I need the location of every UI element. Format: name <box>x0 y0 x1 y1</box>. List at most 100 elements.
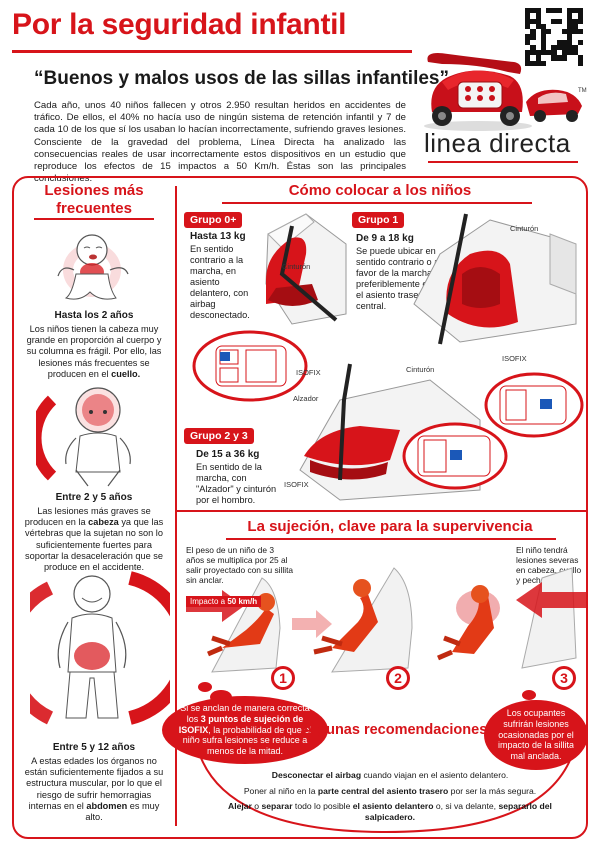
qr-module <box>540 50 547 56</box>
qr-module <box>567 18 573 24</box>
qr-module <box>546 55 552 61</box>
lesiones-heading-rule <box>34 218 154 220</box>
qr-module <box>546 23 552 30</box>
qr-module <box>561 44 568 51</box>
qr-module <box>525 23 531 30</box>
label-isofix-2: ISOFIX <box>296 368 321 377</box>
qr-module <box>530 60 536 66</box>
group-2-3-tag: Grupo 2 y 3 <box>184 428 254 444</box>
qr-module <box>572 60 578 66</box>
sujecion-heading: La sujeción, clave para la supervivencia <box>247 518 533 535</box>
qr-module <box>551 34 557 40</box>
qr-module <box>551 55 557 61</box>
label-cinturon-2: Cinturón <box>510 224 539 233</box>
qr-module <box>567 13 573 19</box>
recommendation-2-text: Poner al niño en la <box>243 786 318 796</box>
qr-module <box>546 18 552 24</box>
qr-module <box>546 60 552 66</box>
qr-module <box>567 8 573 14</box>
qr-module <box>535 44 541 51</box>
qr-module <box>577 55 583 61</box>
label-isofix-1: ISOFIX <box>502 354 527 363</box>
qr-module <box>572 8 578 14</box>
car-top-view-rear-center-icon <box>484 372 584 438</box>
lesion-text-2-5-tail: ya que las vértebras que la sujetan no s… <box>25 517 164 573</box>
qr-module <box>525 44 531 51</box>
qr-module <box>535 39 541 45</box>
group-1-text: Se puede ubicar en sentido contrario o a… <box>356 246 440 311</box>
crash-test-sequence-illustration <box>186 567 586 673</box>
qr-module <box>540 29 547 35</box>
child-5-12-illustration <box>30 571 170 725</box>
qr-module <box>567 50 573 56</box>
qr-module <box>525 8 531 14</box>
age-label-5-12: Entre 5 y 12 años <box>52 742 136 753</box>
qr-module <box>540 34 547 40</box>
qr-module <box>577 39 583 45</box>
group-0-seat-illustration <box>265 213 347 325</box>
qr-module <box>551 44 557 51</box>
step-1-badge: 1 <box>271 666 295 690</box>
qr-module <box>530 23 536 30</box>
qr-module <box>535 55 541 61</box>
qr-module <box>530 55 536 61</box>
qr-module <box>561 18 568 24</box>
lesion-text-2-5-body: Las lesiones más graves se producen en l… <box>24 506 151 528</box>
qr-module <box>572 13 578 19</box>
qr-module <box>530 34 536 40</box>
recommendation-2-tail: por ser la más segura. <box>448 786 537 796</box>
qr-module <box>572 23 578 30</box>
qr-module <box>540 8 547 14</box>
qr-module <box>561 29 568 35</box>
isofix-bubble-b: 3 puntos de sujeción de ISOFIX <box>178 713 304 735</box>
group-1-weight: De 9 a 18 kg <box>356 233 414 244</box>
recommendation-1-bold: Desconectar el airbag <box>271 770 362 780</box>
qr-module <box>525 18 531 24</box>
qr-module <box>556 44 562 51</box>
qr-module <box>556 55 562 61</box>
lesion-text-0-2-body: Los niños tienen la cabeza muy grande en… <box>26 324 162 379</box>
label-cinturon-1: Cinturón <box>282 262 311 271</box>
recommendation-3-e: el asiento delantero <box>352 801 434 811</box>
qr-module <box>561 39 568 45</box>
lesion-text-2-5: Las lesiones más graves se producen en l… <box>21 506 167 573</box>
qr-module <box>567 60 573 66</box>
qr-module <box>577 29 583 35</box>
qr-module <box>530 50 536 56</box>
qr-module <box>551 60 557 66</box>
colocar-heading-rule <box>222 202 532 204</box>
qr-module <box>535 60 541 66</box>
qr-module <box>572 39 578 45</box>
qr-module <box>525 34 531 40</box>
qr-code-icon[interactable] <box>523 6 585 68</box>
car-top-view-front-icon <box>192 330 308 402</box>
recommendation-3-f: o, si va delante, <box>433 801 499 811</box>
qr-module <box>546 39 552 45</box>
qr-module <box>546 13 552 19</box>
group-2-3-weight: De 15 a 36 kg <box>196 449 260 460</box>
recommendations-heading: Algunas recomendaciones <box>302 722 488 738</box>
qr-module <box>556 39 562 45</box>
group-2-3-text: En sentido de la marcha, con "Alzador" y… <box>196 462 277 505</box>
recommendation-2: Poner al niño en la parte central del as… <box>195 786 585 796</box>
qr-module <box>530 18 536 24</box>
qr-module <box>556 29 562 35</box>
qr-module <box>567 23 573 30</box>
label-alzador: Alzador <box>293 394 319 403</box>
qr-module <box>530 29 536 35</box>
qr-module <box>551 50 557 56</box>
group-1-tag: Grupo 1 <box>352 212 405 228</box>
qr-module <box>577 18 583 24</box>
qr-module <box>535 29 541 35</box>
isofix-bubble-text: Si se anclan de manera correcta los 3 pu… <box>178 703 312 757</box>
recommendation-1-text: cuando viajan en el asiento delantero. <box>361 770 509 780</box>
bubble-tail-small-right <box>522 690 536 700</box>
qr-module <box>525 60 531 66</box>
qr-module <box>577 60 583 66</box>
recommendation-3: Alejar o separar todo lo posible el asie… <box>220 801 560 823</box>
qr-module <box>567 29 573 35</box>
recommendation-3-a: Alejar <box>228 801 252 811</box>
step-3-badge: 3 <box>552 666 576 690</box>
lesion-text-0-2: Los niños tienen la cabeza muy grande en… <box>21 324 167 380</box>
qr-module <box>572 55 578 61</box>
